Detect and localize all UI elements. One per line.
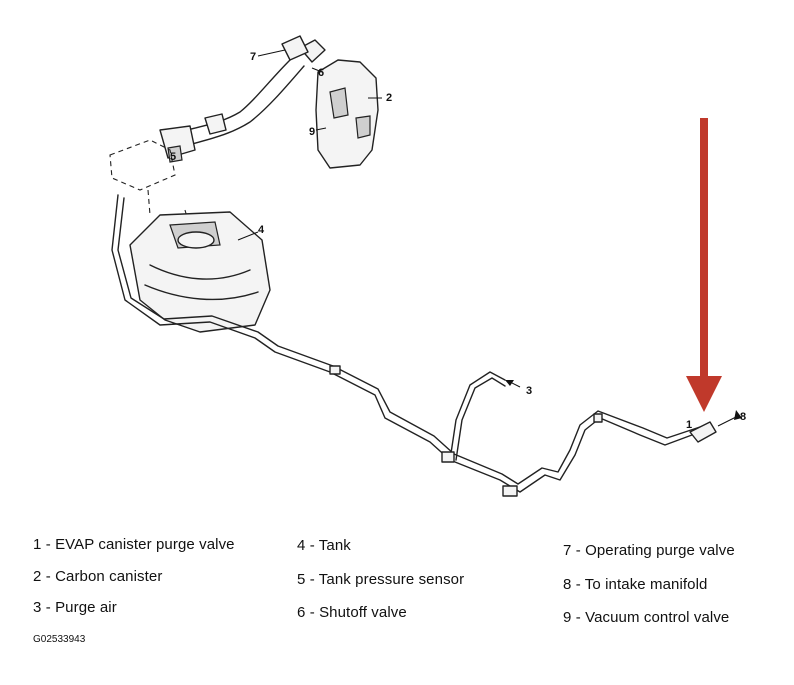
- callout-4: 4: [258, 224, 265, 236]
- legend-item-7: 7 - Operating purge valve: [563, 542, 735, 559]
- legend-item-4: 4 - Tank: [297, 537, 351, 554]
- callout-1: 1: [686, 419, 692, 431]
- legend-item-6: 6 - Shutoff valve: [297, 604, 407, 621]
- evap-system-diagram: 1 2 3 4 5 6 7 8 9: [109, 35, 746, 497]
- legend-item-5: 5 - Tank pressure sensor: [297, 571, 465, 588]
- callout-7: 7: [250, 51, 256, 63]
- legend-item-1: 1 - EVAP canister purge valve: [33, 536, 235, 553]
- callout-6: 6: [318, 67, 324, 79]
- callout-8: 8: [740, 411, 746, 423]
- purge-line: [111, 194, 717, 497]
- red-indicator-arrow: [686, 118, 722, 412]
- callout-5: 5: [170, 151, 176, 163]
- figure-id: G02533943: [33, 634, 86, 645]
- legend-item-2: 2 - Carbon canister: [33, 568, 163, 585]
- canister-hose: [159, 35, 326, 163]
- carbon-canister: [315, 59, 382, 169]
- fuel-tank: [129, 211, 271, 333]
- callout-9: 9: [309, 126, 315, 138]
- callout-2: 2: [386, 92, 392, 104]
- legend-item-3: 3 - Purge air: [33, 599, 117, 616]
- legend-item-8: 8 - To intake manifold: [563, 576, 708, 593]
- leader-arrows: [257, 49, 742, 427]
- callout-3: 3: [526, 385, 532, 397]
- legend-item-9: 9 - Vacuum control valve: [563, 609, 730, 626]
